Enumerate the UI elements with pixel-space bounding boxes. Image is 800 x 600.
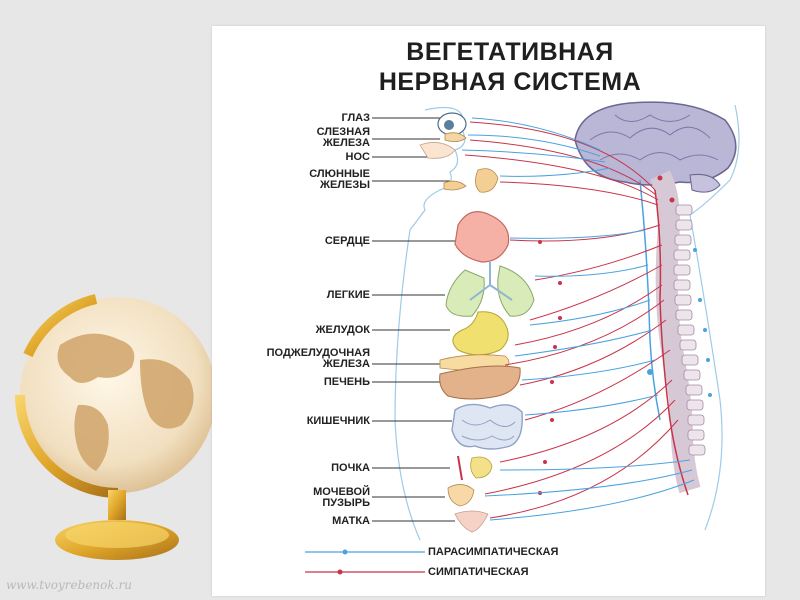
vertebrae — [673, 204, 706, 456]
nose-icon — [419, 142, 456, 159]
label-heart: СЕРДЦЕ — [324, 235, 370, 247]
parasympathetic-vagus — [639, 179, 661, 421]
globe-icon — [15, 294, 216, 560]
intestine-loops — [461, 419, 516, 441]
leader-lines — [372, 117, 455, 522]
sympathetic-fibres — [464, 121, 679, 519]
uterus-icon — [454, 510, 489, 533]
legend-sympathetic — [305, 569, 425, 575]
lacrimal-gland-icon — [444, 132, 467, 142]
spinal-cord — [649, 170, 701, 494]
salivary-glands-icon — [443, 168, 499, 193]
brain — [574, 101, 737, 186]
intestine-icon — [451, 403, 523, 450]
label-intestine: КИШЕЧНИК — [306, 415, 370, 427]
back-outline — [689, 104, 740, 531]
kidney-icon — [457, 455, 493, 481]
diagram-title-line2: НЕРВНАЯ СИСТЕМА — [378, 68, 642, 96]
label-lungs: ЛЕГКИЕ — [326, 289, 370, 301]
parasympathetic-ganglia — [647, 248, 712, 397]
label-liver: ПЕЧЕНЬ — [323, 376, 370, 388]
brain-folds — [589, 114, 719, 161]
sympathetic-chain — [654, 189, 689, 496]
watermark-text: www.tvoyrebenok.ru — [6, 578, 132, 592]
label-kidney: ПОЧКА — [331, 462, 370, 474]
label-eye: ГЛАЗ — [341, 112, 370, 124]
legend-parasympathetic — [305, 549, 425, 555]
cerebellum — [689, 174, 721, 193]
eye-icon — [437, 112, 467, 136]
heart-icon — [454, 211, 510, 263]
label-uterus: МАТКА — [332, 515, 370, 527]
lungs-icon — [445, 262, 535, 317]
legend-parasympathetic-label: ПАРАСИМПАТИЧЕСКАЯ — [428, 546, 559, 558]
stomach-icon — [452, 311, 509, 356]
label-stomach: ЖЕЛУДОК — [315, 324, 370, 336]
legend-sympathetic-label: СИМПАТИЧЕСКАЯ — [428, 566, 529, 578]
label-nose: НОС — [345, 151, 370, 163]
bladder-icon — [447, 484, 475, 507]
body-outline — [394, 106, 466, 541]
liver-icon — [439, 365, 521, 400]
parasympathetic-fibres — [461, 117, 695, 521]
diagram-title-line1: ВЕГЕТАТИВНАЯ — [406, 38, 614, 66]
sympathetic-fibre-arrows — [538, 175, 675, 495]
